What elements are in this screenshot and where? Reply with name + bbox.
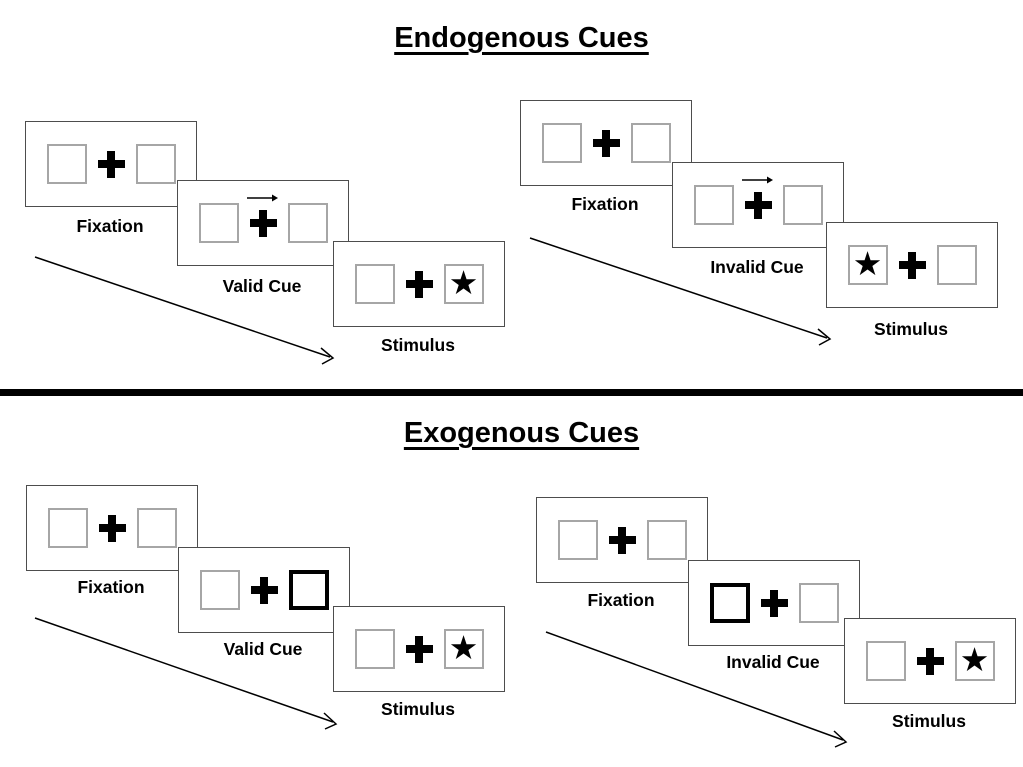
placeholder-box-left [46,144,87,184]
fixation-cross-icon [608,526,636,554]
target-star-icon: ★ [959,640,990,679]
section-divider [0,389,1023,396]
cue-arrow-icon [246,194,278,201]
placeholder-box-right [136,508,177,548]
panel-fixation [25,121,197,207]
panel-fixation [26,485,198,571]
section-title-exogenous: Exogenous Cues [403,417,640,449]
placeholder-box-right [135,144,176,184]
target-box-left: ★ [847,244,888,285]
placeholder-box-left [354,629,395,669]
fixation-cross-icon [97,150,125,178]
placeholder-box-right [646,520,687,560]
placeholder-box-left [199,570,240,610]
panel-label-fixation: Fixation [77,577,145,597]
panel-label-stimulus: Stimulus [381,699,455,719]
fixation-cross-icon [405,635,433,663]
placeholder-box-right [630,123,671,163]
placeholder-box-right [936,245,977,285]
cue-box-left [709,583,750,623]
fixation-cross-icon [760,589,788,617]
panel-invalid-cue [688,560,860,646]
target-box-right: ★ [954,640,995,681]
placeholder-box-left [354,264,395,304]
fixation-cross-icon [744,191,772,219]
panel-stimulus: ★ [844,618,1016,704]
panel-valid-cue [178,547,350,633]
panel-stimulus: ★ [333,241,505,327]
section-title-endogenous: Endogenous Cues [394,22,649,54]
placeholder-box-left [198,203,239,243]
fixation-cross-icon [250,576,278,604]
panel-label-valid-cue: Valid Cue [222,276,302,296]
panel-valid-cue [177,180,349,266]
time-arrow-exogenous-valid [34,617,338,730]
fixation-cross-icon [249,209,277,237]
target-box-right: ★ [443,263,484,304]
placeholder-box-right [798,583,839,623]
fixation-cross-icon [898,251,926,279]
cue-box-right [288,570,329,610]
placeholder-box-left [47,508,88,548]
panel-label-fixation: Fixation [76,216,144,236]
target-star-icon: ★ [448,263,479,302]
panel-label-fixation: Fixation [571,194,639,214]
panel-label-invalid-cue: Invalid Cue [710,257,804,277]
placeholder-box-right [782,185,823,225]
placeholder-box-left [865,641,906,681]
fixation-cross-icon [405,270,433,298]
time-arrow-endogenous-valid [34,256,335,365]
time-arrow-exogenous-invalid [545,631,848,748]
panel-label-fixation: Fixation [587,590,655,610]
placeholder-box-left [541,123,582,163]
panel-label-stimulus: Stimulus [381,335,455,355]
fixation-cross-icon [916,647,944,675]
panel-label-valid-cue: Valid Cue [223,639,303,659]
placeholder-box-left [693,185,734,225]
panel-label-stimulus: Stimulus [874,319,948,339]
time-arrow-endogenous-invalid [529,237,832,346]
fixation-cross-icon [98,514,126,542]
placeholder-box-right [287,203,328,243]
panel-label-stimulus: Stimulus [892,711,966,731]
target-star-icon: ★ [448,628,479,667]
target-box-right: ★ [443,628,484,669]
panel-invalid-cue [672,162,844,248]
cue-arrow-icon [741,176,773,183]
fixation-cross-icon [592,129,620,157]
panel-label-invalid-cue: Invalid Cue [726,652,820,672]
panel-stimulus: ★ [333,606,505,692]
target-star-icon: ★ [852,244,883,283]
panel-fixation [520,100,692,186]
placeholder-box-left [557,520,598,560]
panel-stimulus: ★ [826,222,998,308]
panel-fixation [536,497,708,583]
